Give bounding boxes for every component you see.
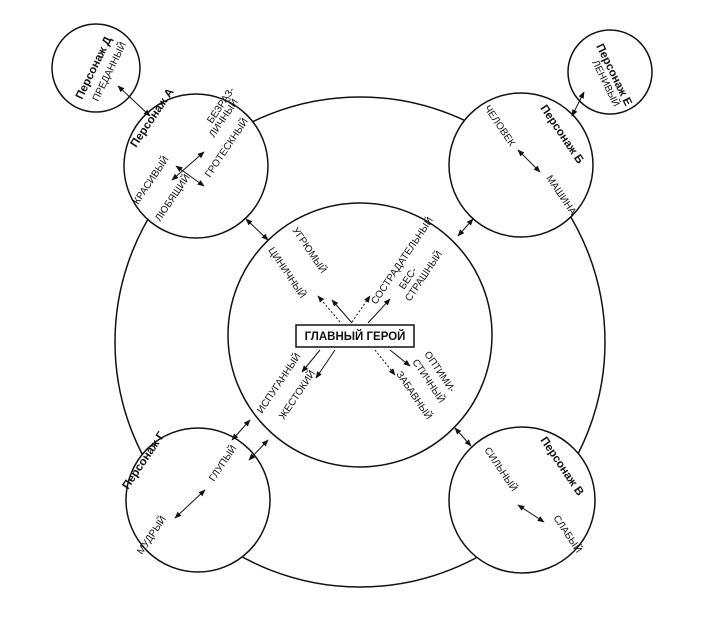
- hero-arrow-ne: [351, 295, 371, 323]
- hero-arrow-se: [374, 349, 396, 376]
- v-arrow: [517, 504, 545, 523]
- link-e-b: [571, 91, 585, 117]
- character-v-circle: [448, 426, 596, 574]
- hero-arrow-sw: [315, 349, 336, 379]
- hero-arrow-ne-2: [367, 298, 391, 324]
- hero-box: [295, 324, 415, 348]
- link-a-hero: [245, 218, 269, 241]
- g-arrow: [174, 489, 206, 519]
- b-arrow: [517, 149, 541, 173]
- hero-arrow-se-2: [389, 349, 411, 367]
- hero-arrow-nw: [317, 295, 341, 323]
- hero-arrow-sw-2: [301, 349, 321, 373]
- link-d-a: [117, 85, 151, 117]
- hero-arrow-nw-2: [331, 299, 353, 324]
- link-v-hero: [454, 427, 472, 447]
- hero-label: ГЛАВНЫЙ ГЕРОЙ: [305, 330, 406, 343]
- link-g-hero-1: [231, 419, 251, 441]
- character-e-circle: [567, 29, 653, 115]
- link-b-hero: [457, 218, 474, 237]
- character-a-circle: [123, 93, 269, 239]
- a-arrow-2: [171, 151, 205, 181]
- link-g-hero-2: [248, 439, 269, 461]
